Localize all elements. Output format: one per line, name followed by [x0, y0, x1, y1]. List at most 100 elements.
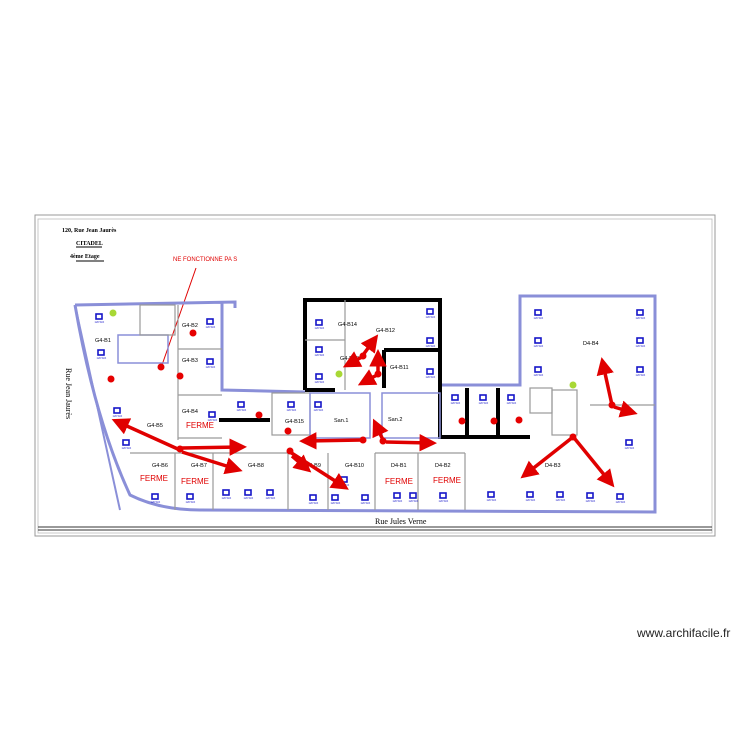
- lamp-label: 120 W/h: [287, 408, 297, 412]
- outer-frame: [34, 214, 716, 537]
- room-g4-b3: G4-B3: [182, 358, 198, 364]
- lamp-icon: 120 W/h: [586, 492, 596, 503]
- fault-dot: [359, 436, 367, 444]
- lamp-icon: 120 W/h: [636, 309, 646, 320]
- room-g4-b2: G4-B2: [182, 323, 198, 329]
- lamp-label: 120 W/h: [222, 496, 232, 500]
- room-g4-b12: G4-B12: [376, 328, 395, 334]
- room-san-2: San.2: [388, 417, 402, 423]
- lamp-icon: 120 W/h: [487, 491, 497, 502]
- lamp-icon: 120 W/h: [625, 439, 635, 450]
- arrow: [613, 400, 638, 418]
- lamp-label: 120 W/h: [534, 316, 544, 320]
- lamp-label: 120 W/h: [331, 501, 341, 505]
- lamp-label: 120 W/h: [315, 353, 325, 357]
- status-closed: FERME: [433, 476, 461, 485]
- lamp-icon: 120 W/h: [534, 366, 544, 377]
- room-g4-b11: G4-B11: [390, 365, 409, 371]
- ok-dot: [569, 381, 577, 389]
- lamp-icon: 120 W/h: [237, 401, 247, 412]
- fault-dot: [157, 363, 165, 371]
- status-closed: FERME: [140, 474, 168, 483]
- lamp-label: 120 W/h: [451, 401, 461, 405]
- room-g4-b6: G4-B6: [152, 463, 168, 469]
- lamp-icon: 120 W/h: [393, 492, 403, 503]
- fault-dot: [176, 372, 184, 380]
- arrow: [596, 357, 614, 406]
- lamp-label: 120 W/h: [315, 380, 325, 384]
- lamp-icon: 120 W/h: [266, 489, 276, 500]
- lamp-icon: 120 W/h: [287, 401, 297, 412]
- lamp-label: 120 W/h: [534, 344, 544, 348]
- lamp-label: 120 W/h: [393, 499, 403, 503]
- building-label: CITADEL: [76, 241, 103, 247]
- black-partition: [219, 298, 530, 439]
- room-d4-b3: D4-B3: [545, 463, 561, 469]
- lamp-label: 120 W/h: [244, 496, 254, 500]
- street-left: Rue Jean Jaurès: [64, 368, 73, 419]
- lamp-label: 120 W/h: [409, 499, 419, 503]
- arrow: [520, 435, 575, 479]
- lamp-icon: 120 W/h: [409, 492, 419, 503]
- lamp-icon: 120 W/h: [208, 411, 218, 422]
- lamp-label: 120 W/h: [361, 501, 371, 505]
- lamp-label: 120 W/h: [586, 499, 596, 503]
- lamp-icon: 120 W/h: [616, 493, 626, 504]
- lamp-label: 120 W/h: [315, 326, 325, 330]
- room-g4-b15: G4-B15: [285, 419, 304, 425]
- room-g4-b7: G4-B7: [191, 463, 207, 469]
- room-g4-b4: G4-B4: [182, 409, 198, 415]
- lamp-label: 120 W/h: [266, 496, 276, 500]
- lamp-icon: 120 W/h: [556, 491, 566, 502]
- arrow: [111, 418, 181, 452]
- lamp-label: 120 W/h: [314, 408, 324, 412]
- lamp-icon: 120 W/h: [95, 313, 105, 324]
- lamp-label: 120 W/h: [636, 316, 646, 320]
- room-g4-b14: G4-B14: [338, 322, 357, 328]
- lamp-label: 120 W/h: [636, 373, 646, 377]
- status-closed: FERME: [186, 421, 214, 430]
- arrow: [385, 434, 437, 452]
- lamp-icon: 120 W/h: [534, 337, 544, 348]
- arrow: [289, 450, 349, 490]
- room-g4-b1: G4-B1: [95, 338, 111, 344]
- floor-label: 4ème Etage: [70, 254, 100, 260]
- lamp-label: 120 W/h: [237, 408, 247, 412]
- lamp-icon: 120 W/h: [426, 368, 436, 379]
- arrow: [181, 450, 243, 475]
- arrow: [573, 437, 615, 488]
- lamp-icon: 120 W/h: [526, 491, 536, 502]
- fault-annotation: NE FONCTIONNE PA S: [173, 257, 237, 263]
- lamp-label: 120 W/h: [439, 499, 449, 503]
- lamp-icon: 120 W/h: [97, 349, 107, 360]
- lamp-icon: 120 W/h: [113, 407, 123, 418]
- arrow: [360, 334, 379, 357]
- lamp-icon: 120 W/h: [309, 494, 319, 505]
- fault-dot: [608, 401, 616, 409]
- lamp-icon: 120 W/h: [361, 494, 371, 505]
- ok-dot: [109, 309, 117, 317]
- room-d4-b1: D4-B1: [391, 463, 407, 469]
- fault-dot: [379, 437, 387, 445]
- lamp-label: 120 W/h: [97, 356, 107, 360]
- arrow: [299, 432, 363, 450]
- watermark: www.archifacile.fr: [637, 626, 731, 640]
- room-g4-b10: G4-B10: [345, 463, 364, 469]
- fault-dot: [107, 375, 115, 383]
- lamp-label: 120 W/h: [208, 418, 218, 422]
- lamp-label: 120 W/h: [526, 498, 536, 502]
- lamp-label: 120 W/h: [556, 498, 566, 502]
- lamp-label: 120 W/h: [479, 401, 489, 405]
- lamp-icon: 120 W/h: [244, 489, 254, 500]
- lamp-label: 120 W/h: [151, 500, 161, 504]
- street-bottom: Rue Jules Verne: [375, 517, 427, 526]
- lamp-icon: 120 W/h: [636, 337, 646, 348]
- lamp-label: 120 W/h: [534, 373, 544, 377]
- ok-dot: [335, 370, 343, 378]
- fault-dot: [490, 417, 498, 425]
- lamp-icon: 120 W/h: [206, 318, 216, 329]
- lamp-label: 120 W/h: [426, 375, 436, 379]
- lamp-label: 120 W/h: [636, 344, 646, 348]
- lamp-icon: 120 W/h: [426, 337, 436, 348]
- fault-dot: [515, 416, 523, 424]
